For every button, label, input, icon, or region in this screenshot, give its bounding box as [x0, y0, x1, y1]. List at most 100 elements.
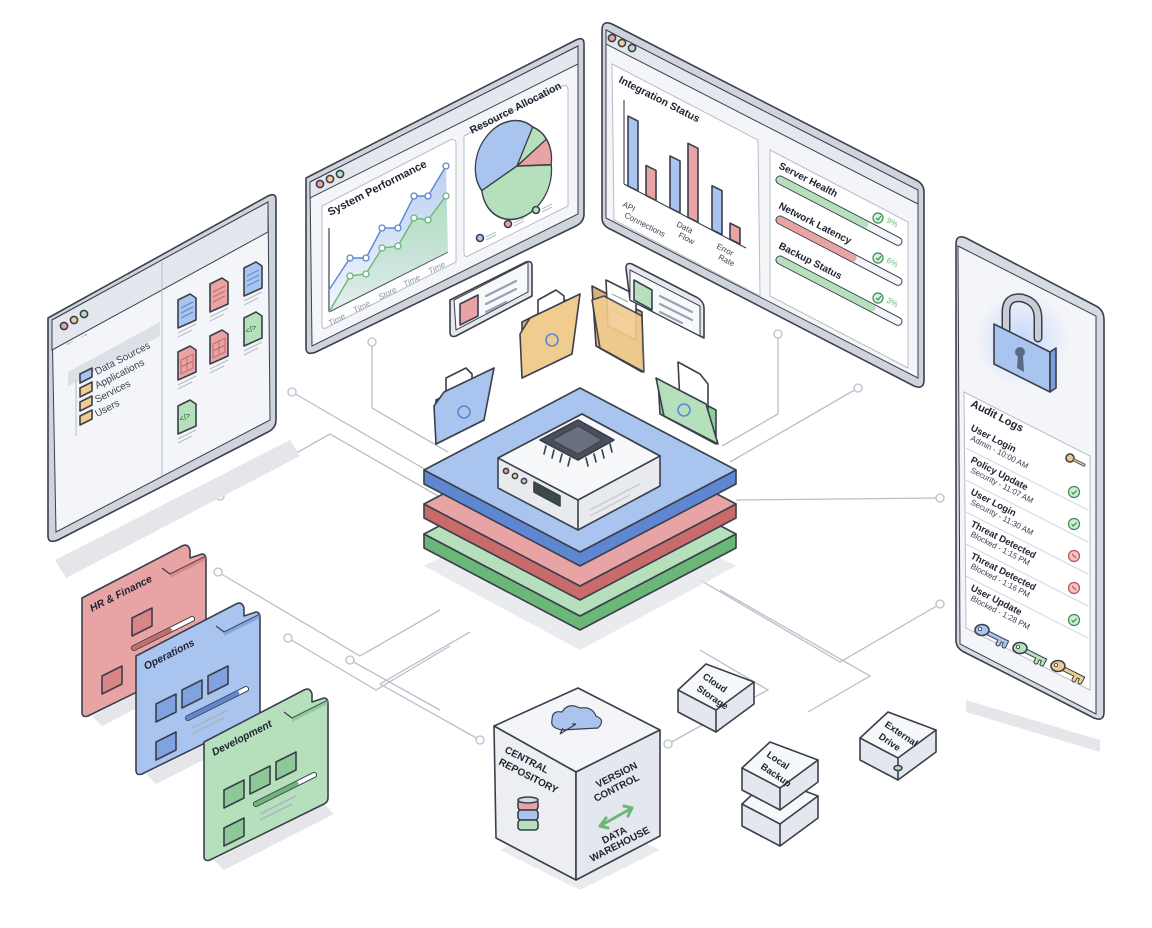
- central-hub: [423, 387, 737, 650]
- connector-node: [773, 329, 783, 339]
- window-minimize-button[interactable]: [69, 315, 79, 325]
- bar-chart: [627, 115, 741, 245]
- progress-fill: [254, 781, 299, 806]
- document-file-icon[interactable]: [177, 293, 197, 338]
- connector-line: [735, 497, 941, 501]
- central-repository-cube[interactable]: CENTRAL REPOSITORY VERSION CONTROL DATA …: [493, 687, 661, 890]
- document-file-icon[interactable]: [243, 261, 263, 306]
- port-panel: [533, 481, 561, 507]
- window-minimize-button[interactable]: [617, 38, 627, 48]
- window-maximize-button[interactable]: [627, 43, 637, 53]
- title-bar: [309, 45, 579, 199]
- window-close-button[interactable]: [59, 321, 69, 331]
- connector-line: [291, 391, 441, 479]
- key-icon: [974, 623, 1010, 649]
- data-point-green: [378, 244, 386, 252]
- data-point-blue: [362, 254, 370, 262]
- department-folder[interactable]: Development: [203, 688, 334, 870]
- folder-icon: [79, 367, 93, 384]
- connector-node: [367, 337, 377, 347]
- data-point-blue: [442, 162, 450, 170]
- bar-blue: [627, 115, 639, 192]
- key-icon: [1065, 453, 1075, 463]
- connector-node: [935, 599, 945, 609]
- panel-shadow: [966, 700, 1100, 752]
- bar-red: [687, 142, 699, 224]
- gear-icon: [677, 403, 691, 417]
- folder-icon: [275, 751, 297, 781]
- arrow-right-icon[interactable]: →: [76, 327, 91, 343]
- folder-icon: [223, 779, 245, 809]
- data-point-green: [442, 192, 450, 200]
- check-icon: [1067, 485, 1081, 499]
- spreadsheet-file-icon[interactable]: [209, 329, 229, 374]
- pie-slice-green-small: [516, 126, 548, 167]
- connector-line: [721, 334, 779, 447]
- progress-fill: [132, 628, 172, 650]
- data-point-green: [424, 216, 432, 224]
- data-point-green: [394, 242, 402, 250]
- cpu-chip-icon: [539, 419, 615, 467]
- key-row: [974, 623, 1086, 685]
- cube-right-face: [575, 729, 661, 881]
- bar-red: [729, 222, 741, 245]
- connector-line: [349, 659, 441, 711]
- code-file-icon[interactable]: </>: [177, 399, 197, 444]
- connector-node: [345, 655, 355, 665]
- connector-line: [287, 637, 451, 691]
- bar-blue: [669, 155, 681, 214]
- folder-document-yellow[interactable]: [591, 279, 645, 373]
- folder-icon: [79, 395, 93, 412]
- check-icon: [872, 292, 884, 304]
- folder-icon: [249, 765, 271, 795]
- green-area: [329, 196, 448, 312]
- data-point-blue: [410, 192, 418, 200]
- progress-fill: [776, 176, 869, 228]
- pie-legend: [475, 203, 553, 243]
- legend-swatch: [531, 205, 541, 215]
- progress-fill: [776, 256, 876, 312]
- cloud-sync-icon: [551, 705, 603, 735]
- legend-swatch: [475, 233, 485, 243]
- connector-node: [663, 739, 673, 749]
- key-icon: [1012, 641, 1048, 667]
- folder-gear-yellow[interactable]: [519, 289, 581, 379]
- folder-icon: [79, 409, 93, 426]
- window-close-button[interactable]: [315, 179, 325, 189]
- connector-line: [699, 579, 941, 663]
- progress-fill: [186, 691, 240, 720]
- data-point-blue: [394, 224, 402, 232]
- window-maximize-button[interactable]: [335, 169, 345, 179]
- file-grid: </> </>: [177, 261, 263, 444]
- profile-card-red[interactable]: [449, 260, 533, 338]
- window-maximize-button[interactable]: [79, 309, 89, 319]
- window-close-button[interactable]: [607, 33, 617, 43]
- profile-card-green[interactable]: [625, 262, 705, 339]
- title-bar: [605, 29, 919, 205]
- key-icon: [1050, 659, 1086, 685]
- document-file-icon[interactable]: [209, 277, 229, 322]
- connector-line: [719, 589, 872, 713]
- padlock-icon: [993, 293, 1057, 393]
- folder-gear-green[interactable]: [655, 361, 719, 445]
- connector-node: [935, 493, 945, 503]
- window-minimize-button[interactable]: [325, 174, 335, 184]
- server-device: [497, 413, 661, 531]
- folder-gear-blue[interactable]: [433, 367, 495, 445]
- connector-node: [475, 735, 485, 745]
- connector-node: [853, 383, 863, 393]
- arrow-left-icon[interactable]: ←: [62, 334, 77, 350]
- spreadsheet-file-icon[interactable]: [177, 345, 197, 390]
- data-point-green: [410, 214, 418, 222]
- data-point-green: [362, 270, 370, 278]
- code-file-icon[interactable]: </>: [243, 311, 263, 356]
- connector-node: [213, 567, 223, 577]
